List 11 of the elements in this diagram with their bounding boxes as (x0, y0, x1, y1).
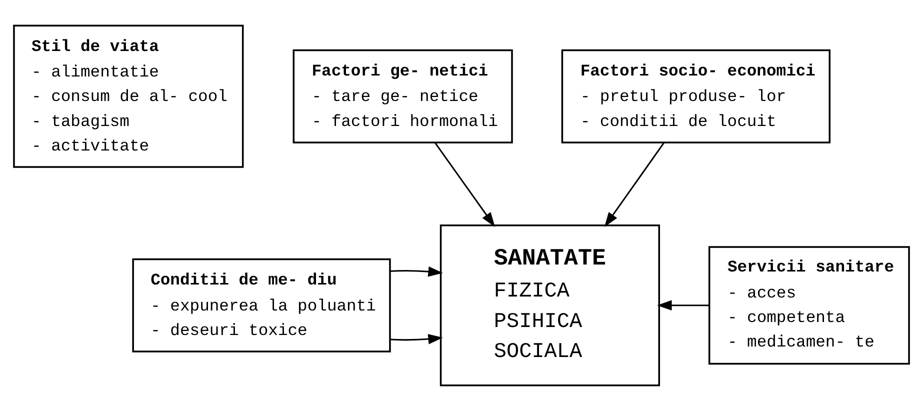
arrow (434, 142, 495, 227)
node-box: Stil de viata - alimentatie - consum de al- cool - tabagism - activitate (12, 24, 244, 168)
arrow (604, 142, 664, 227)
node-box: Servicii sanitare - acces - competenta - medicamen- te (708, 246, 910, 364)
node-box: Factori socio- economici - pretul produse- lor - conditii de locuit (560, 48, 830, 143)
node-box: Factori ge- netici - tare ge- netice - factori hormonali (292, 48, 512, 143)
arrow (390, 333, 442, 344)
arrow (656, 300, 709, 310)
node-box: Conditii de me- diu - expunerea la poluanti - deseuri toxice (132, 258, 390, 352)
arrow (390, 266, 442, 276)
node-box: SANATATE FIZICA PSIHICA SOCIALA (439, 224, 660, 386)
